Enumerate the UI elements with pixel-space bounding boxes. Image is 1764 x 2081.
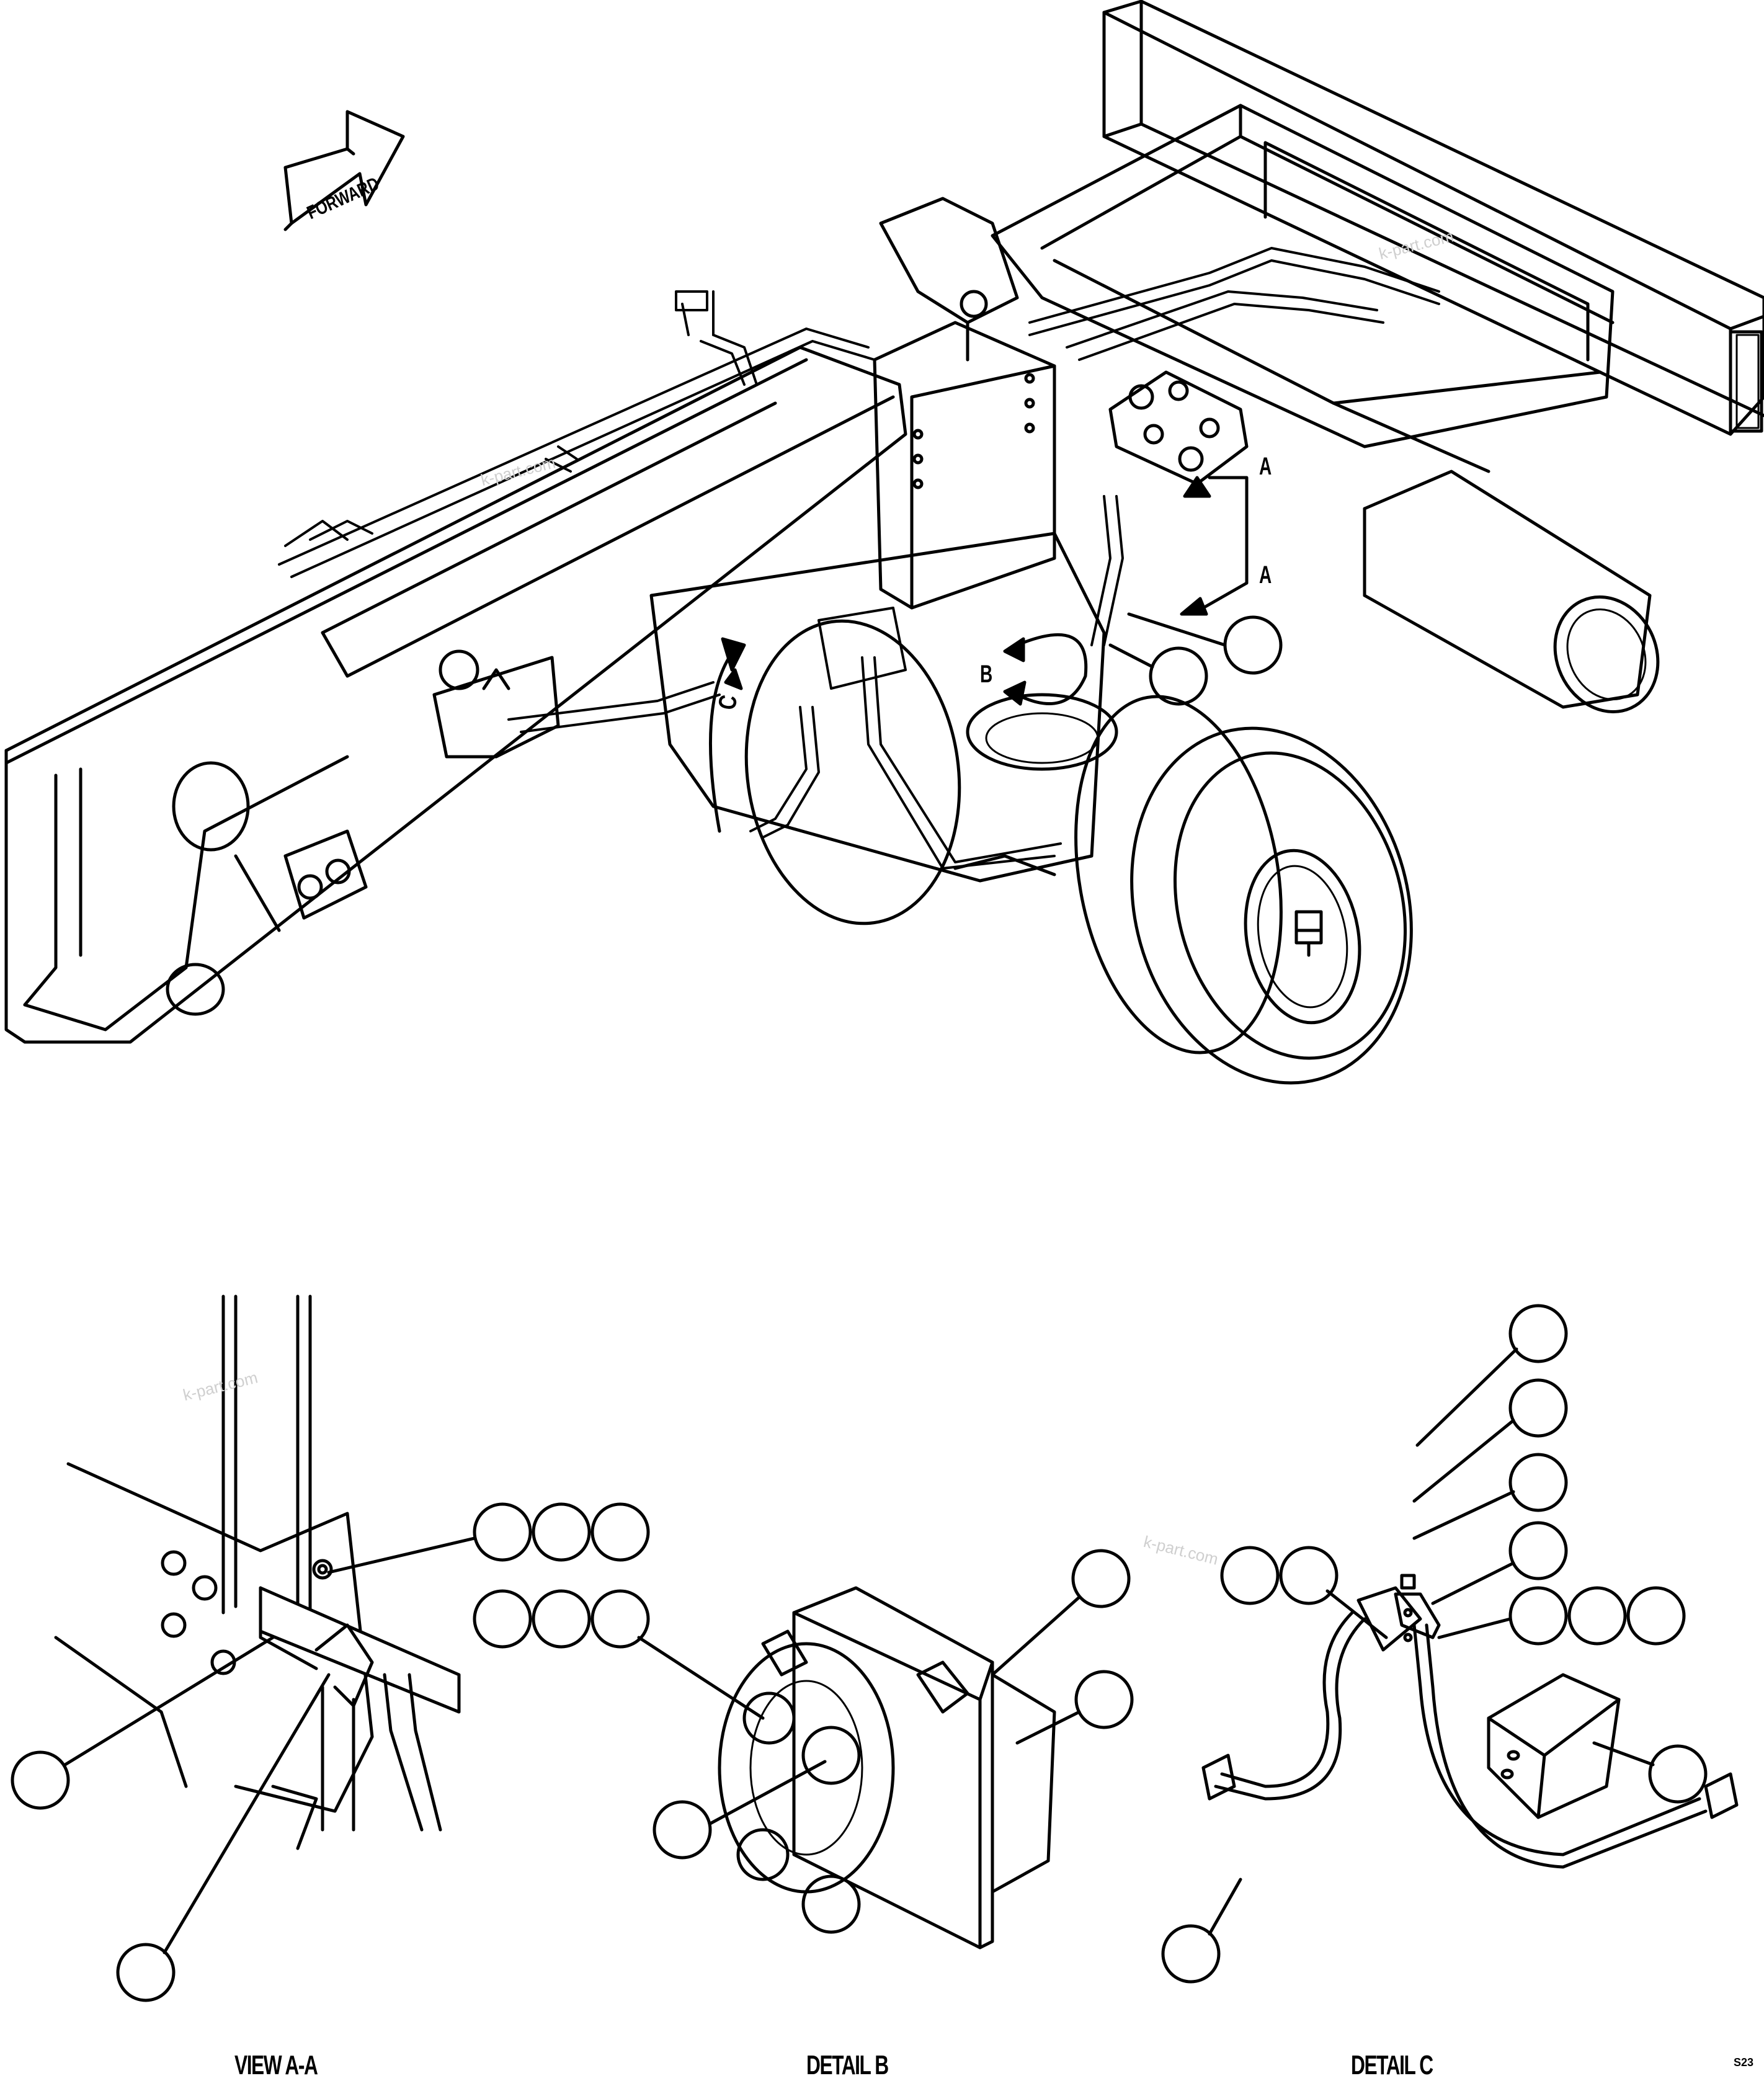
detail-c-highlight-ring [744, 619, 961, 925]
main-assembly-view [4, 0, 1764, 1085]
mounting-pad [1108, 370, 1249, 486]
wheel-hub-assembly [1074, 695, 1413, 1085]
view-a-section-line [1180, 476, 1249, 616]
callout-balloon [1626, 1586, 1686, 1646]
forward-direction-arrow [283, 110, 405, 231]
callout-balloon [532, 1589, 591, 1649]
callout-balloon [1567, 1586, 1627, 1646]
callout-balloon [1161, 1924, 1221, 1984]
callout-balloon [532, 1502, 591, 1562]
center-mount [873, 197, 1056, 610]
callout-balloon [653, 1800, 712, 1860]
main-frame-rail [4, 345, 907, 1044]
callout-balloon [1149, 646, 1208, 706]
callout-balloon [1508, 1521, 1568, 1580]
callout-balloon [1508, 1453, 1568, 1512]
section-marker-a-top: A [1259, 453, 1272, 480]
callout-balloon [473, 1502, 532, 1562]
callout-balloon [1074, 1670, 1134, 1729]
callout-balloon [1508, 1304, 1568, 1363]
callout-balloon [1508, 1378, 1568, 1438]
callout-balloons-lower [11, 1304, 1708, 2002]
callout-balloon [1220, 1546, 1280, 1605]
frame-crossmember [991, 104, 1615, 473]
callout-balloon [473, 1589, 532, 1649]
brake-line-loops [749, 495, 1124, 870]
section-marker-b: B [980, 661, 993, 688]
callout-balloon [1071, 1549, 1131, 1608]
callout-balloon [590, 1589, 650, 1649]
callout-balloon [590, 1502, 650, 1562]
detail-c-caption: DETAIL C [1351, 2050, 1433, 2080]
section-marker-a-bottom: A [1259, 561, 1272, 589]
view-a-a-drawing [54, 1294, 461, 1850]
suspension-cylinder [1363, 470, 1660, 713]
detail-b-marker [1003, 633, 1088, 706]
callout-balloon [1223, 615, 1283, 675]
callout-balloon [1648, 1744, 1708, 1804]
detail-b-caption: DETAIL B [806, 2050, 889, 2080]
drawing-number: S23 [1734, 2056, 1754, 2069]
frame-hydraulic-lines [278, 247, 1440, 733]
detail-b-drawing [718, 1586, 1056, 1950]
callout-balloon [1279, 1546, 1339, 1605]
callout-balloon [1508, 1586, 1568, 1646]
detail-c-arrow [709, 637, 746, 833]
rear-cross-beam [1102, 0, 1764, 436]
callout-balloon [116, 1943, 176, 2002]
callout-balloon [11, 1750, 70, 1810]
callout-balloons [327, 612, 1283, 1720]
view-a-a-caption: VIEW A-A [234, 2050, 318, 2080]
detail-c-drawing [1201, 1574, 1739, 1869]
